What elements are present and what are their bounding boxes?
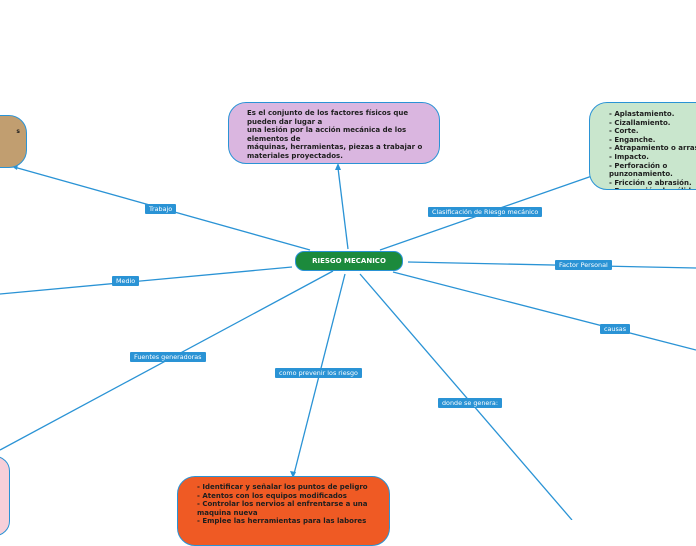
line-medio [0, 266, 293, 295]
node-prevenir[interactable]: - Identificar y señalar los puntos de pe… [177, 476, 390, 546]
link-label-factor-personal[interactable]: Factor Personal [555, 260, 612, 270]
arrowhead-prevenir [290, 471, 296, 478]
link-label-fuentes-generadoras[interactable]: Fuentes generadoras [130, 352, 206, 362]
line-definicion [337, 167, 349, 250]
connector-lines [0, 163, 696, 520]
line-factor [407, 261, 696, 269]
center-node-riesgo-mecanico[interactable]: RIESGO MECANICO [295, 251, 403, 271]
link-label-medio[interactable]: Medio [112, 276, 140, 286]
node-trabajo-text-fragment: s [16, 128, 20, 135]
line-causas [392, 271, 696, 351]
node-definicion[interactable]: Es el conjunto de los factores físicos q… [228, 102, 440, 164]
link-label-clasificacion[interactable]: Clasificación de Riesgo mecánico [428, 207, 543, 217]
link-label-trabajo[interactable]: Trabajo [145, 204, 177, 214]
link-label-donde-se-genera[interactable]: donde se genera: [438, 398, 502, 408]
link-label-causas[interactable]: causas [600, 324, 631, 334]
node-trabajo[interactable]: s [0, 115, 27, 168]
node-clasificacion[interactable]: - Aplastamiento. - Cizallamiento. - Cort… [589, 102, 696, 190]
line-genera [359, 273, 573, 520]
arrowhead-definicion [335, 163, 341, 170]
node-fuentes[interactable] [0, 456, 10, 536]
link-label-como-prevenir[interactable]: como prevenir los riesgo [275, 368, 362, 378]
